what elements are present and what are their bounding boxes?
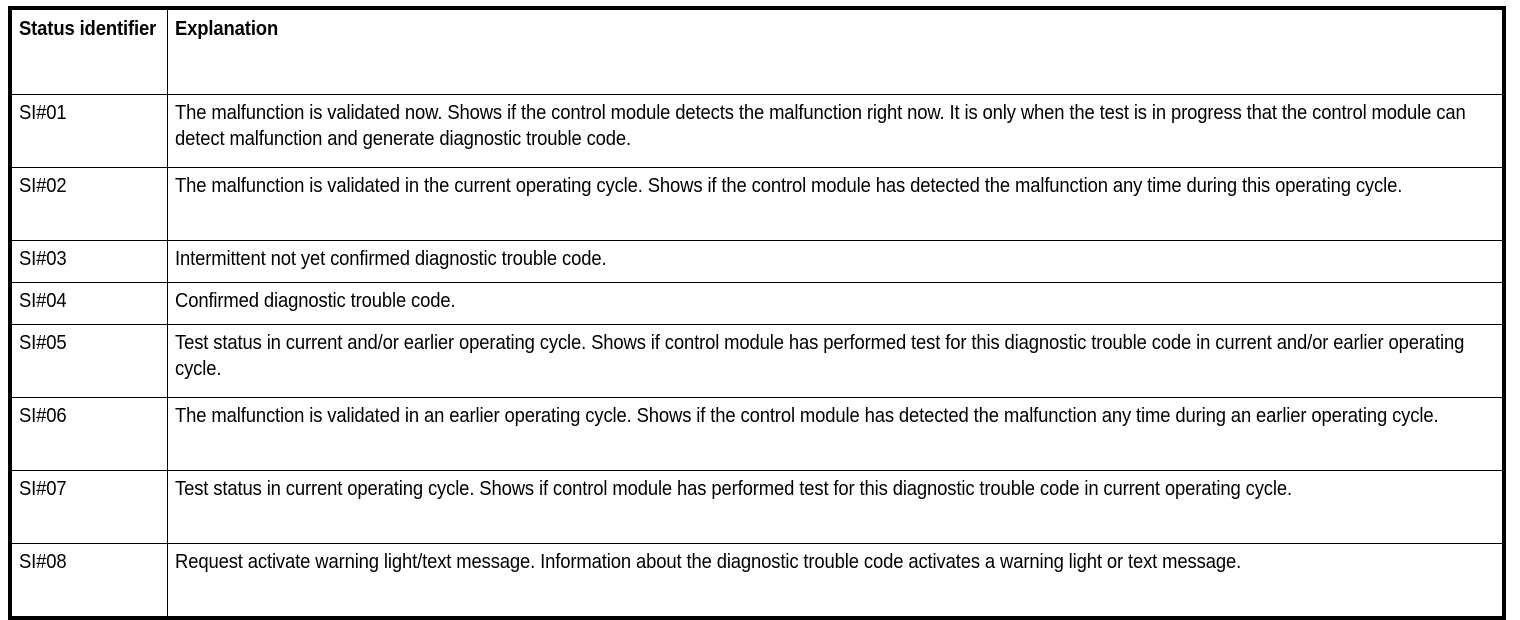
table-row: SI#07 Test status in current operating c… bbox=[9, 470, 1505, 544]
status-identifier-value: SI#05 bbox=[19, 331, 67, 354]
table-row: SI#02 The malfunction is validated in th… bbox=[9, 167, 1505, 241]
cell-explanation: The malfunction is validated in an earli… bbox=[166, 397, 1505, 471]
column-header-explanation: Explanation bbox=[166, 7, 1505, 95]
table-header-row: Status identifier Explanation bbox=[9, 7, 1505, 95]
status-identifier-value: SI#04 bbox=[19, 289, 67, 312]
cell-status-identifier: SI#07 bbox=[9, 470, 168, 544]
cell-status-identifier: SI#06 bbox=[9, 397, 168, 471]
status-identifier-value: SI#01 bbox=[19, 101, 67, 124]
column-header-explanation-label: Explanation bbox=[174, 17, 278, 40]
cell-status-identifier: SI#05 bbox=[9, 324, 168, 398]
cell-status-identifier: SI#08 bbox=[9, 543, 168, 619]
cell-status-identifier: SI#02 bbox=[9, 167, 168, 241]
cell-status-identifier: SI#03 bbox=[9, 240, 168, 283]
table-row: SI#03 Intermittent not yet confirmed dia… bbox=[9, 240, 1505, 283]
column-header-status-identifier-label: Status identifier bbox=[19, 17, 157, 40]
table-container: Status identifier Explanation SI#01 The … bbox=[8, 6, 1506, 620]
status-identifier-value: SI#07 bbox=[19, 477, 67, 500]
column-header-status-identifier: Status identifier bbox=[9, 7, 168, 95]
table-row: SI#04 Confirmed diagnostic trouble code. bbox=[9, 282, 1505, 325]
cell-explanation: Confirmed diagnostic trouble code. bbox=[166, 282, 1505, 325]
status-identifier-value: SI#03 bbox=[19, 247, 67, 270]
cell-explanation: Test status in current operating cycle. … bbox=[166, 470, 1505, 544]
cell-explanation: The malfunction is validated in the curr… bbox=[166, 167, 1505, 241]
cell-explanation: The malfunction is validated now. Shows … bbox=[166, 94, 1505, 168]
table-row: SI#06 The malfunction is validated in an… bbox=[9, 397, 1505, 471]
cell-status-identifier: SI#01 bbox=[9, 94, 168, 168]
cell-explanation: Intermittent not yet confirmed diagnosti… bbox=[166, 240, 1505, 283]
status-identifier-value: SI#08 bbox=[19, 550, 67, 573]
explanation-text: Test status in current and/or earlier op… bbox=[174, 331, 1464, 381]
cell-explanation: Test status in current and/or earlier op… bbox=[166, 324, 1505, 398]
explanation-text: The malfunction is validated now. Shows … bbox=[174, 101, 1466, 151]
explanation-text: The malfunction is validated in the curr… bbox=[174, 174, 1402, 197]
table-row: SI#01 The malfunction is validated now. … bbox=[9, 94, 1505, 168]
page: Status identifier Explanation SI#01 The … bbox=[8, 6, 1506, 620]
table-header: Status identifier Explanation bbox=[9, 7, 1505, 95]
cell-status-identifier: SI#04 bbox=[9, 282, 168, 325]
explanation-text: Intermittent not yet confirmed diagnosti… bbox=[174, 247, 607, 270]
table-body: SI#01 The malfunction is validated now. … bbox=[9, 94, 1505, 619]
explanation-text: The malfunction is validated in an earli… bbox=[174, 404, 1439, 427]
status-identifier-value: SI#02 bbox=[19, 174, 67, 197]
table-row: SI#08 Request activate warning light/tex… bbox=[9, 543, 1505, 619]
explanation-text: Confirmed diagnostic trouble code. bbox=[174, 289, 456, 312]
explanation-text: Test status in current operating cycle. … bbox=[174, 477, 1292, 500]
table-row: SI#05 Test status in current and/or earl… bbox=[9, 324, 1505, 398]
explanation-text: Request activate warning light/text mess… bbox=[174, 550, 1241, 573]
status-identifier-value: SI#06 bbox=[19, 404, 67, 427]
status-identifier-explanation-table: Status identifier Explanation SI#01 The … bbox=[8, 6, 1506, 620]
cell-explanation: Request activate warning light/text mess… bbox=[166, 543, 1505, 619]
